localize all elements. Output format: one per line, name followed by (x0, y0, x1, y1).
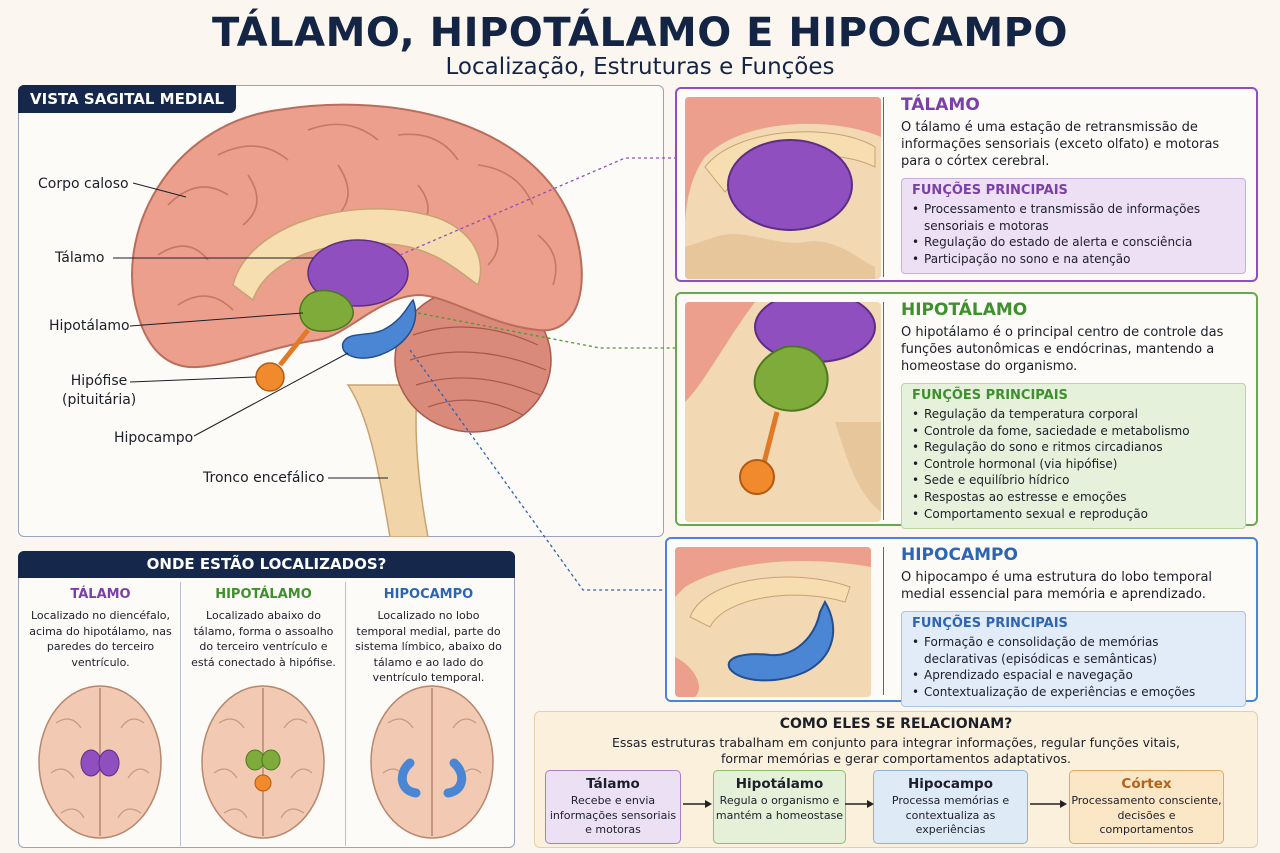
hipotalamo-functions-title: FUNÇÕES PRINCIPAIS (912, 388, 1068, 403)
where-column-title: HIPOTÁLAMO (215, 587, 312, 602)
hipocampo-title: HIPOCAMPO (901, 545, 1018, 565)
talamo-function-item: Participação no sono e na atenção (912, 251, 1235, 268)
hipotalamo-functions-box: FUNÇÕES PRINCIPAIS Regulação da temperat… (901, 383, 1246, 530)
arrow-right-icon (683, 800, 712, 808)
where-column-text: Localizado no lobo temporal medial, part… (355, 609, 502, 684)
flow-box-text: Processamento consciente, decisões e com… (1071, 794, 1222, 836)
where-column-text: Localizado no diencéfalo, acima do hipot… (29, 609, 172, 669)
arrow-right-icon (845, 800, 874, 808)
axial-brain-hipocampo (370, 685, 494, 839)
talamo-function-item: Regulação do estado de alerta e consciên… (912, 234, 1235, 251)
hipocampo-description: O hipocampo é uma estrutura do lobo temp… (901, 570, 1213, 602)
hipotalamo-description: O hipotálamo é o principal centro de con… (901, 325, 1224, 374)
talamo-title: TÁLAMO (901, 95, 980, 115)
flow-box-text: Regula o organismo e mantém a homeostase (715, 794, 844, 822)
where-column-text: Localizado abaixo do tálamo, forma o ass… (191, 609, 336, 669)
page-title: TÁLAMO, HIPOTÁLAMO E HIPOCAMPO (212, 10, 1068, 56)
hipocampo-functions-box: FUNÇÕES PRINCIPAIS Formação e consolidaç… (901, 611, 1246, 708)
hipotalamo-function-item: Regulação do sono e ritmos circadianos (912, 439, 1235, 456)
where-column-title: HIPOCAMPO (383, 587, 474, 602)
flow-box-hipotalamo: Hipotálamo Regula o organismo e mantém a… (713, 770, 846, 844)
axial-brain-talamo (38, 685, 162, 839)
flow-box-talamo: Tálamo Recebe e envia informações sensor… (545, 770, 681, 844)
hypothalamus-shape (299, 289, 354, 332)
hipocampo-detail-panel: HIPOCAMPO O hipocampo é uma estrutura do… (665, 537, 1258, 708)
hipocampo-function-item: Formação e consolidação de memórias decl… (912, 634, 1235, 667)
label-hipofise-sub: (pituitária) (62, 392, 137, 408)
flow-box-title: Hipotálamo (735, 776, 824, 792)
page-subtitle: Localização, Estruturas e Funções (445, 54, 835, 80)
hipotalamo-function-item: Comportamento sexual e reprodução (912, 506, 1235, 523)
flow-box-text: Recebe e envia informações sensoriais e … (549, 794, 677, 836)
corpus-callosum-shape (232, 208, 482, 302)
sagittal-brain-illustration (113, 103, 583, 537)
hipotalamo-function-item: Respostas ao estresse e emoções (912, 489, 1235, 506)
thalamus-shape (307, 239, 409, 307)
hipocampo-function-item: Contextualização de experiências e emoçõ… (912, 684, 1235, 701)
talamo-functions-box: FUNÇÕES PRINCIPAIS Processamento e trans… (901, 178, 1246, 275)
flow-box-title: Córtex (1121, 776, 1172, 792)
hippocampus-shape (341, 298, 417, 359)
label-tronco-encefalico: Tronco encefálico (203, 470, 325, 486)
hipocampo-function-item: Aprendizado espacial e navegação (912, 667, 1235, 684)
relationship-title: COMO ELES SE RELACIONAM? (779, 716, 1013, 732)
talamo-functions-title: FUNÇÕES PRINCIPAIS (912, 183, 1068, 198)
flow-box-hipocampo: Hipocampo Processa memórias e contextual… (873, 770, 1028, 844)
talamo-function-item: Processamento e transmissão de informaçõ… (912, 201, 1235, 234)
label-corpo-caloso: Corpo caloso (38, 176, 129, 192)
talamo-detail-panel: TÁLAMO O tálamo é uma estação de retrans… (675, 87, 1258, 282)
label-hipofise: Hipófise (70, 373, 128, 389)
flow-box-cortex: Córtex Processamento consciente, decisõe… (1069, 770, 1224, 844)
talamo-description: O tálamo é uma estação de retransmissão … (901, 120, 1220, 169)
relationship-description: Essas estruturas trabalham em conjunto p… (611, 735, 1181, 766)
talamo-detail-image (685, 97, 881, 279)
arrow-right-icon (1030, 800, 1067, 808)
hipocampo-functions-title: FUNÇÕES PRINCIPAIS (912, 616, 1068, 631)
flow-box-title: Tálamo (586, 776, 640, 792)
sagittal-panel-header: VISTA SAGITAL MEDIAL (18, 85, 237, 113)
hipotalamo-detail-panel: HIPOTÁLAMO O hipotálamo é o principal ce… (675, 292, 1258, 530)
hipotalamo-detail-image (685, 302, 881, 522)
axial-brain-hipotalamo (201, 685, 325, 839)
hipotalamo-function-item: Controle hormonal (via hipófise) (912, 456, 1235, 473)
hipotalamo-title: HIPOTÁLAMO (901, 300, 1028, 320)
where-column-hipotalamo: HIPOTÁLAMO Localizado abaixo do tálamo, … (181, 580, 346, 846)
where-column-hipocampo: HIPOCAMPO Localizado no lobo temporal me… (346, 580, 511, 846)
flow-box-text: Processa memórias e contextualiza as exp… (891, 794, 1010, 836)
label-hipocampo: Hipocampo (114, 430, 194, 446)
label-hipotalamo: Hipotálamo (49, 318, 130, 334)
where-column-talamo: TÁLAMO Localizado no diencéfalo, acima d… (18, 580, 183, 846)
hipocampo-detail-image (675, 547, 871, 697)
brainstem-shape (346, 384, 429, 537)
hipotalamo-function-item: Controle da fome, saciedade e metabolism… (912, 423, 1235, 440)
hipotalamo-function-item: Sede e equilíbrio hídrico (912, 472, 1235, 489)
where-column-title: TÁLAMO (70, 587, 131, 602)
where-located-header: ONDE ESTÃO LOCALIZADOS? (18, 551, 515, 578)
hipotalamo-function-item: Regulação da temperatura corporal (912, 406, 1235, 423)
label-talamo: Tálamo (55, 250, 105, 266)
flow-box-title: Hipocampo (908, 776, 993, 792)
